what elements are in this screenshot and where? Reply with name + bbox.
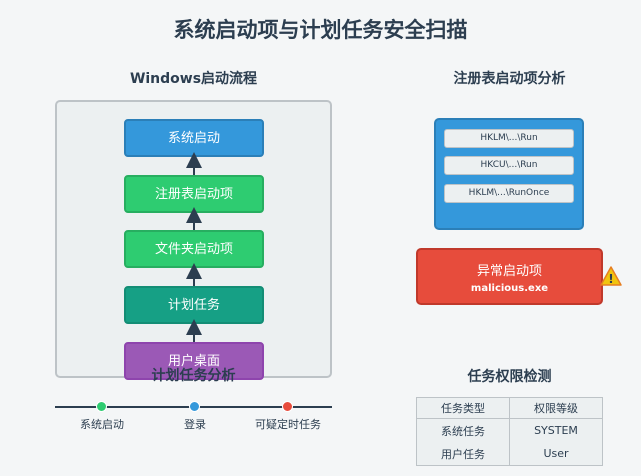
page-title: 系统启动项与计划任务安全扫描 bbox=[173, 18, 468, 42]
timeline-dot-boot bbox=[96, 401, 107, 412]
timeline-dot-suspicious bbox=[282, 401, 293, 412]
anomaly-file: malicious.exe bbox=[470, 283, 549, 294]
table-cell: 系统任务 bbox=[416, 418, 510, 442]
table-header-row: 任务类型 权限等级 bbox=[416, 397, 603, 419]
registry-key-hklm-run: HKLM\...\Run bbox=[444, 129, 574, 148]
timeline-label-boot: 系统启动 bbox=[80, 418, 124, 431]
table-cell: User bbox=[509, 442, 603, 466]
registry-heading: 注册表启动项分析 bbox=[453, 71, 566, 87]
schedule-analysis-heading: 计划任务分析 bbox=[151, 368, 236, 384]
timeline-label-login: 登录 bbox=[184, 418, 206, 431]
warning-icon: ! bbox=[600, 266, 622, 286]
anomaly-box: 异常启动项 malicious.exe bbox=[416, 248, 603, 305]
column-header-privilege: 权限等级 bbox=[509, 397, 603, 419]
registry-key-hklm-runonce: HKLM\...\RunOnce bbox=[444, 184, 574, 203]
anomaly-title: 异常启动项 bbox=[476, 264, 542, 279]
flow-heading: Windows启动流程 bbox=[129, 71, 258, 87]
warning-mark: ! bbox=[608, 272, 613, 286]
table-cell: 用户任务 bbox=[416, 442, 510, 466]
permissions-heading: 任务权限检测 bbox=[467, 369, 552, 385]
table-cell: SYSTEM bbox=[509, 418, 603, 442]
flow-step-desktop: 用户桌面 bbox=[124, 342, 264, 380]
flow-step-scheduled-task: 计划任务 bbox=[124, 286, 264, 324]
timeline-label-suspicious: 可疑定时任务 bbox=[255, 418, 321, 431]
column-header-task-type: 任务类型 bbox=[416, 397, 510, 419]
table-row: 系统任务 SYSTEM bbox=[416, 418, 603, 442]
timeline-dot-login bbox=[189, 401, 200, 412]
table-row: 用户任务 User bbox=[416, 442, 603, 466]
permissions-table: 任务类型 权限等级 系统任务 SYSTEM 用户任务 User bbox=[416, 397, 603, 466]
flow-step-registry: 注册表启动项 bbox=[124, 175, 264, 213]
registry-key-hkcu-run: HKCU\...\Run bbox=[444, 156, 574, 175]
